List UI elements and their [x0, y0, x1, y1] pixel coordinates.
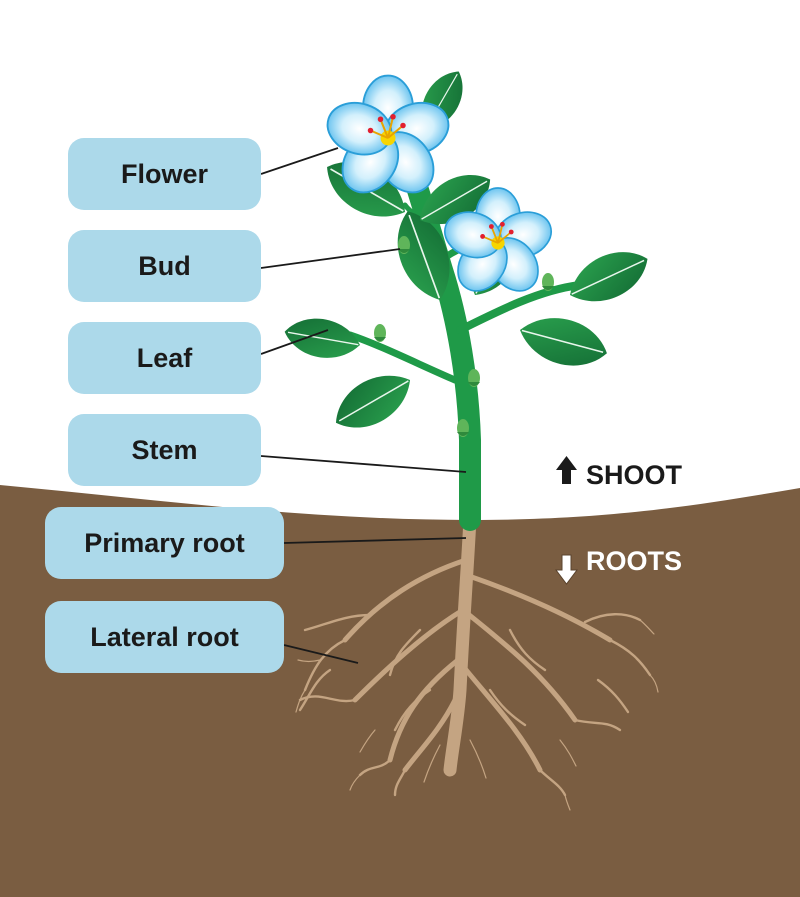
label-lateral-root: Lateral root [45, 601, 284, 673]
leader-lines [260, 147, 467, 664]
shoot-direction-label: SHOOT [586, 460, 683, 490]
soil [0, 485, 800, 897]
label-primary-root: Primary root [45, 507, 284, 579]
arrow-down-icon [555, 554, 578, 585]
label-bud: Bud [68, 230, 261, 302]
label-flower: Flower [68, 138, 261, 210]
roots-direction-label: ROOTS [586, 546, 683, 576]
label-stem: Stem [68, 414, 261, 486]
root-system [295, 511, 659, 811]
arrow-up-icon [556, 456, 577, 484]
label-leaf: Leaf [68, 322, 261, 394]
